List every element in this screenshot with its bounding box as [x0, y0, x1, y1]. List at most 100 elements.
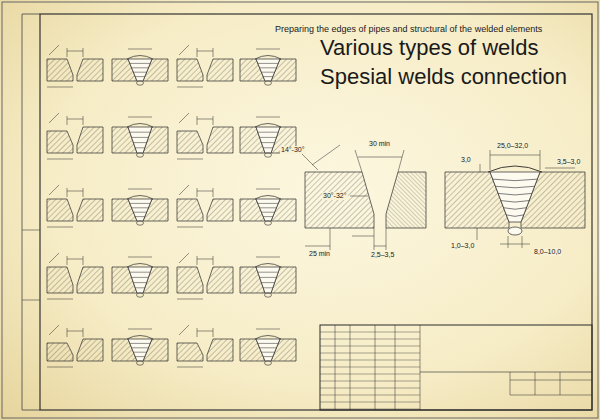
plate — [47, 199, 73, 221]
dimension-line — [256, 329, 280, 330]
weld-sketch — [177, 253, 233, 299]
dimension-line — [197, 259, 213, 260]
dimension-line — [197, 191, 213, 192]
weld-layer — [260, 67, 277, 68]
dimension-label: 2,5–3,5 — [370, 251, 395, 259]
dimension-line — [83, 116, 84, 125]
weld-sketch — [112, 329, 168, 365]
weld-layer — [258, 272, 278, 273]
title-block-line — [375, 325, 376, 410]
weld-layer — [130, 203, 150, 204]
weld-sketch — [47, 253, 103, 299]
dimension-line — [500, 244, 530, 245]
dimension-label: 1,0–3,0 — [450, 242, 475, 250]
dimension-line — [128, 117, 152, 118]
title-block-line — [320, 374, 420, 375]
weld-bead — [256, 199, 280, 221]
weld-bead — [128, 267, 152, 293]
weld-cap — [127, 56, 153, 60]
dimension-label: 25 min — [308, 250, 331, 258]
weld-layer — [135, 147, 145, 148]
binding-line — [22, 410, 40, 411]
dimension-line — [197, 119, 213, 120]
binding-line — [22, 300, 40, 301]
title-block-line — [320, 353, 420, 354]
dimension-label: 3,0 — [460, 156, 472, 164]
dimension-label: 30 min — [368, 140, 391, 148]
title-block-line — [510, 380, 592, 381]
weld-cap — [127, 196, 153, 200]
dimension-line — [350, 196, 368, 197]
dimension-line — [177, 87, 203, 88]
dimension-line — [128, 49, 152, 50]
weld-layer — [260, 347, 277, 348]
dimension-line — [256, 189, 280, 190]
dimension-line — [49, 113, 59, 123]
root-bead — [137, 361, 144, 365]
weld-layer — [260, 277, 277, 278]
title-block-line — [320, 388, 420, 389]
plate — [77, 199, 103, 221]
dimension-line — [490, 155, 540, 156]
weld-cap — [127, 336, 153, 340]
dimension-line — [49, 45, 59, 55]
binding-line — [22, 14, 40, 15]
title-block-line — [535, 372, 536, 395]
dimension-line — [197, 256, 198, 265]
weld-sketch — [177, 185, 233, 227]
weld-layer — [132, 207, 149, 208]
dimension-line — [83, 48, 84, 57]
dimension-line — [213, 188, 214, 197]
dimension-line — [47, 159, 73, 160]
plate — [77, 127, 103, 153]
title-block-line — [320, 346, 420, 347]
plate — [47, 267, 73, 293]
weld-layer — [258, 203, 278, 204]
plate — [47, 343, 73, 361]
dimension-line — [128, 257, 152, 258]
weld-sketch — [112, 257, 168, 297]
plate — [47, 131, 73, 153]
weld-cap — [127, 264, 153, 268]
dimension-line — [179, 325, 189, 335]
weld-layer — [260, 137, 277, 138]
root-bead — [137, 153, 144, 157]
weld-layer — [263, 287, 273, 288]
dimension-line — [67, 331, 83, 332]
sheet-title: Various types of welds — [320, 36, 538, 60]
weld-sketch — [177, 45, 233, 87]
weld-layer — [258, 63, 278, 64]
weld-bead — [128, 339, 152, 361]
weld-layer — [263, 216, 273, 217]
dimension-line — [477, 228, 478, 240]
title-block — [320, 325, 592, 410]
dimension-line — [67, 51, 83, 52]
plate — [77, 59, 103, 81]
weld-layer — [261, 72, 274, 73]
dimension-line — [352, 236, 374, 237]
dimension-line — [300, 152, 318, 170]
dimension-line — [177, 227, 203, 228]
dimension-line — [197, 51, 213, 52]
dimension-label: 25,0–32,0 — [496, 142, 529, 150]
dimension-line — [67, 259, 83, 260]
weld-sketch — [177, 113, 233, 159]
weld-layer — [263, 147, 273, 148]
dimension-line — [67, 188, 68, 197]
root-bead — [265, 361, 272, 365]
weld-sketch — [47, 325, 103, 367]
dimension-line — [67, 116, 68, 125]
weld-bead — [256, 127, 280, 153]
root-bead — [137, 221, 144, 225]
weld-cap — [255, 336, 281, 340]
plate — [177, 343, 203, 361]
root-bead — [137, 293, 144, 297]
dimension-line — [67, 191, 83, 192]
weld-sketches — [47, 45, 296, 367]
weld-cap — [488, 166, 542, 172]
dimension-line — [256, 49, 280, 50]
weld-layer — [504, 208, 527, 210]
root-bead — [508, 227, 522, 235]
